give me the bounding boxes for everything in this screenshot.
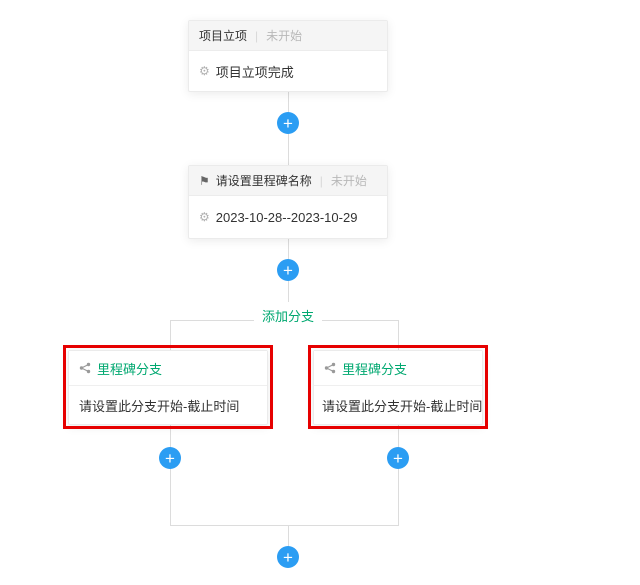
milestone-date-range: 2023-10-28--2023-10-29 [215, 209, 358, 225]
status-separator: | [255, 28, 259, 43]
project-node-card[interactable]: 项目立项 | 未开始 ⚙ 项目立项完成 [188, 20, 388, 92]
connector-line [398, 425, 399, 525]
add-branch-button[interactable]: 添加分支 [254, 302, 322, 328]
connector-line [170, 321, 171, 350]
branch-node-card-left[interactable]: 里程碑分支 请设置此分支开始-截止时间 [68, 350, 268, 425]
branch-right-title[interactable]: 里程碑分支 [342, 361, 408, 377]
gear-icon[interactable]: ⚙ [199, 64, 210, 78]
project-status: 未开始 [266, 29, 303, 43]
status-separator: | [319, 173, 323, 188]
connector-line [170, 525, 399, 526]
add-node-button[interactable]: + [387, 447, 409, 469]
branch-left-header: 里程碑分支 [69, 351, 267, 386]
milestone-node-card[interactable]: ⚑ 请设置里程碑名称 | 未开始 ⚙ 2023-10-28--2023-10-2… [188, 165, 388, 239]
connector-line [288, 526, 289, 548]
add-node-button[interactable]: + [277, 546, 299, 568]
milestone-card-body[interactable]: ⚙ 2023-10-28--2023-10-29 [189, 196, 387, 238]
add-node-button[interactable]: + [277, 259, 299, 281]
project-title: 项目立项 [199, 29, 248, 43]
project-card-header: 项目立项 | 未开始 [189, 21, 387, 51]
flag-icon: ⚑ [199, 173, 210, 188]
branch-right-header: 里程碑分支 [314, 351, 482, 386]
branch-share-icon [79, 362, 91, 374]
connector-line [170, 425, 171, 525]
branch-node-card-right[interactable]: 里程碑分支 请设置此分支开始-截止时间 [313, 350, 483, 425]
branch-right-body-text: 请设置此分支开始-截止时间 [322, 398, 483, 414]
add-node-button[interactable]: + [277, 112, 299, 134]
connector-line [398, 321, 399, 350]
project-body-text: 项目立项完成 [215, 64, 294, 80]
branch-left-title[interactable]: 里程碑分支 [97, 361, 163, 377]
gear-icon[interactable]: ⚙ [199, 210, 210, 224]
branch-share-icon [324, 362, 336, 374]
milestone-title: 请设置里程碑名称 [215, 174, 312, 188]
branch-left-body[interactable]: 请设置此分支开始-截止时间 [69, 386, 267, 424]
branch-left-body-text: 请设置此分支开始-截止时间 [79, 398, 240, 414]
project-card-body[interactable]: ⚙ 项目立项完成 [189, 51, 387, 91]
milestone-status: 未开始 [330, 174, 367, 188]
branch-right-body[interactable]: 请设置此分支开始-截止时间 [314, 386, 482, 424]
add-node-button[interactable]: + [159, 447, 181, 469]
milestone-card-header: ⚑ 请设置里程碑名称 | 未开始 [189, 166, 387, 196]
